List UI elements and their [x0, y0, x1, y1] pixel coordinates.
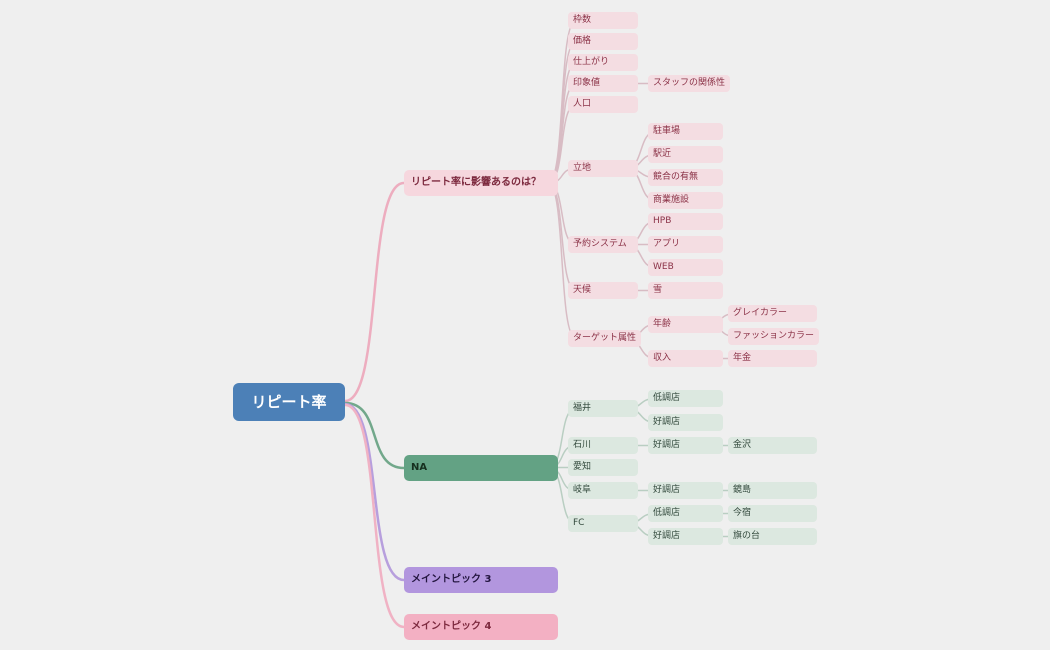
node-ishikawa-good[interactable]: 好調店: [648, 437, 723, 454]
node-fc-good[interactable]: 好調店: [648, 528, 723, 545]
node-staff-relationship[interactable]: スタッフの関係性: [648, 75, 731, 92]
node-location[interactable]: 立地: [568, 160, 638, 177]
node-aichi[interactable]: 愛知: [568, 459, 638, 476]
node-parking[interactable]: 駐車場: [648, 123, 723, 140]
node-na[interactable]: NA: [404, 455, 558, 481]
node-fashion-color[interactable]: ファッションカラー: [728, 328, 820, 345]
node-factors[interactable]: リピート率に影響あるのは？: [404, 170, 558, 196]
node-gifu-good[interactable]: 好調店: [648, 482, 723, 499]
node-kagamijima[interactable]: 鏡島: [728, 482, 817, 499]
node-price[interactable]: 価格: [568, 33, 638, 50]
node-fc-low[interactable]: 低調店: [648, 505, 723, 522]
node-competition[interactable]: 競合の有無: [648, 169, 723, 186]
node-near-station[interactable]: 駅近: [648, 146, 723, 163]
node-impression[interactable]: 印象値: [568, 75, 638, 92]
node-fc[interactable]: FC: [568, 515, 638, 532]
node-ishikawa[interactable]: 石川: [568, 437, 638, 454]
node-web[interactable]: WEB: [648, 259, 723, 276]
node-hpb[interactable]: HPB: [648, 213, 723, 230]
node-weather[interactable]: 天候: [568, 282, 638, 299]
node-commercial-facility[interactable]: 商業施設: [648, 192, 723, 209]
node-main-topic-4[interactable]: メイントピック 4: [404, 614, 558, 640]
node-pension[interactable]: 年金: [728, 350, 817, 367]
node-gifu[interactable]: 岐阜: [568, 482, 638, 499]
node-hatanodai[interactable]: 旗の台: [728, 528, 817, 545]
node-app[interactable]: アプリ: [648, 236, 723, 253]
node-root[interactable]: リピート率: [233, 383, 345, 421]
node-fukui-good[interactable]: 好調店: [648, 414, 723, 431]
node-gray-color[interactable]: グレイカラー: [728, 305, 817, 322]
node-reservation-system[interactable]: 予約システム: [568, 236, 638, 253]
node-income[interactable]: 収入: [648, 350, 723, 367]
node-age[interactable]: 年齢: [648, 316, 723, 333]
node-imajuku[interactable]: 今宿: [728, 505, 817, 522]
node-fukui[interactable]: 福井: [568, 400, 638, 417]
node-kanazawa[interactable]: 金沢: [728, 437, 817, 454]
node-snow[interactable]: 雪: [648, 282, 723, 299]
node-target-attributes[interactable]: ターゲット属性: [568, 330, 642, 347]
node-main-topic-3[interactable]: メイントピック 3: [404, 567, 558, 593]
node-finish[interactable]: 仕上がり: [568, 54, 638, 71]
node-population[interactable]: 人口: [568, 96, 638, 113]
node-slots[interactable]: 枠数: [568, 12, 638, 29]
node-fukui-low[interactable]: 低調店: [648, 390, 723, 407]
